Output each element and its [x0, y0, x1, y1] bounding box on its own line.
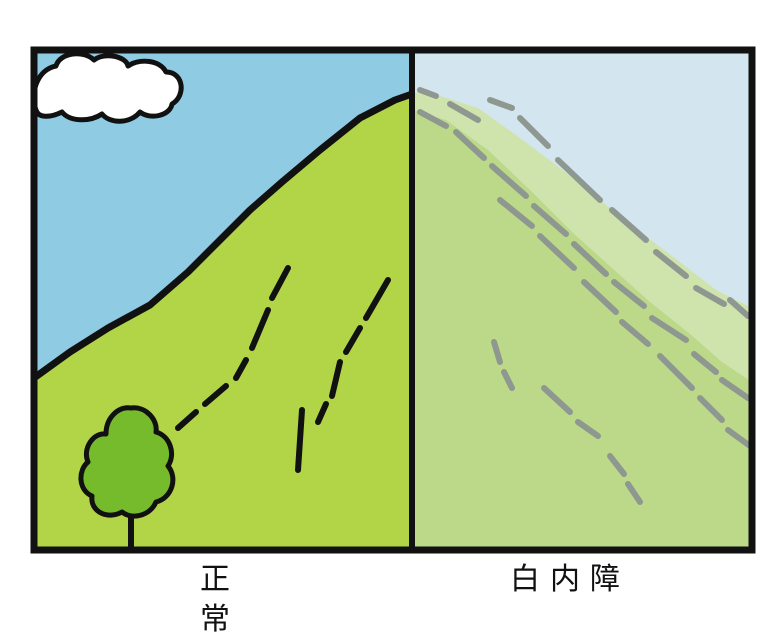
mountain-ridge-outline — [30, 90, 416, 382]
tree-icon — [78, 405, 176, 550]
cloud-icon — [31, 51, 184, 124]
blurred-ridges — [417, 87, 753, 505]
frame-outline — [30, 46, 756, 554]
panel-cataract — [412, 50, 753, 550]
caption-normal: 正常 — [200, 562, 276, 637]
caption-cataract: 白内障 — [510, 562, 630, 597]
comparison-illustration — [30, 46, 756, 554]
panel-normal — [30, 50, 416, 550]
mountain-crevices — [175, 265, 391, 473]
tree-crown — [78, 405, 176, 519]
mountain-hazy-body — [412, 110, 752, 548]
